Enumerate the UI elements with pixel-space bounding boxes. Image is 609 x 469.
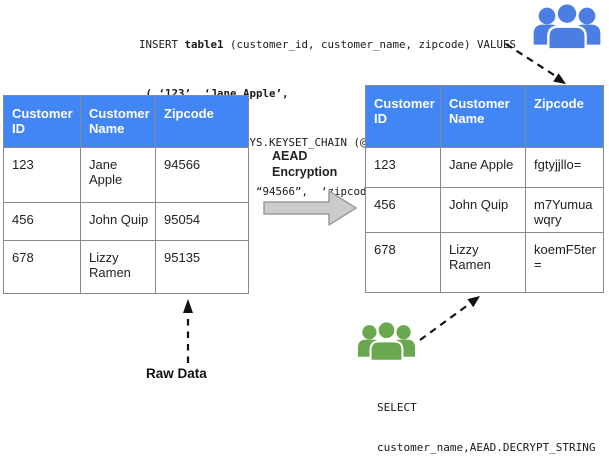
header-customer-name: Customer Name (440, 85, 526, 148)
cell: m7Yumuawqry (525, 187, 604, 233)
cell: Lizzy Ramen (440, 232, 526, 293)
cell: 456 (365, 187, 441, 233)
cell: 94566 (155, 147, 249, 203)
encryption-block-arrow (263, 190, 357, 226)
cell: 123 (365, 147, 441, 188)
header-zipcode: Zipcode (525, 85, 604, 148)
cell: 678 (3, 240, 81, 294)
encrypted-data-table: Customer ID Customer Name Zipcode 123 Ja… (365, 85, 604, 293)
cell: fgtyjjllo= (525, 147, 604, 188)
raw-data-table: Customer ID Customer Name Zipcode 123 Ja… (3, 95, 249, 294)
cell: Jane Apple (80, 147, 156, 203)
table-header-row: Customer ID Customer Name Zipcode (365, 85, 604, 148)
cell: Lizzy Ramen (80, 240, 156, 294)
header-zipcode: Zipcode (155, 95, 249, 148)
insert-to-table-dashed-arrow (505, 43, 566, 84)
select-to-table-dashed-arrow (419, 296, 480, 341)
table-row: 456 John Quip 95054 (3, 202, 249, 241)
code-text-bold: table1 (184, 37, 224, 51)
cell: John Quip (80, 202, 156, 241)
table-row: 123 Jane Apple 94566 (3, 147, 249, 203)
cell: 678 (365, 232, 441, 293)
code-line: INSERT table1 (customer_id, customer_nam… (139, 37, 516, 53)
cell: 123 (3, 147, 81, 203)
select-query-code: SELECT customer_name,AEAD.DECRYPT_STRING… (377, 374, 596, 469)
table-row: 678 Lizzy Ramen 95135 (3, 240, 249, 294)
cell: 95135 (155, 240, 249, 294)
cell: John Quip (440, 187, 526, 233)
header-customer-name: Customer Name (80, 95, 156, 148)
users-group-icon (533, 2, 601, 51)
cell: Jane Apple (440, 147, 526, 188)
table-header-row: Customer ID Customer Name Zipcode (3, 95, 249, 148)
code-text: INSERT (139, 37, 185, 51)
table-row: 678 Lizzy Ramen koemF5ter= (365, 232, 604, 293)
users-group-icon (358, 320, 415, 362)
aead-encryption-label: AEAD Encryption (272, 149, 338, 179)
table-row: 456 John Quip m7Yumuawqry (365, 187, 604, 233)
header-customer-id: Customer ID (3, 95, 81, 148)
table-row: 123 Jane Apple fgtyjjllo= (365, 147, 604, 188)
cell: 95054 (155, 202, 249, 241)
cell: 456 (3, 202, 81, 241)
code-text: (customer_id, customer_name, zipcode) VA… (223, 37, 517, 51)
header-customer-id: Customer ID (365, 85, 441, 148)
code-line: customer_name,AEAD.DECRYPT_STRING (377, 441, 596, 455)
raw-data-dashed-arrow (183, 299, 193, 363)
code-line: SELECT (377, 400, 417, 414)
cell: koemF5ter= (525, 232, 604, 293)
raw-data-label: Raw Data (146, 366, 207, 381)
